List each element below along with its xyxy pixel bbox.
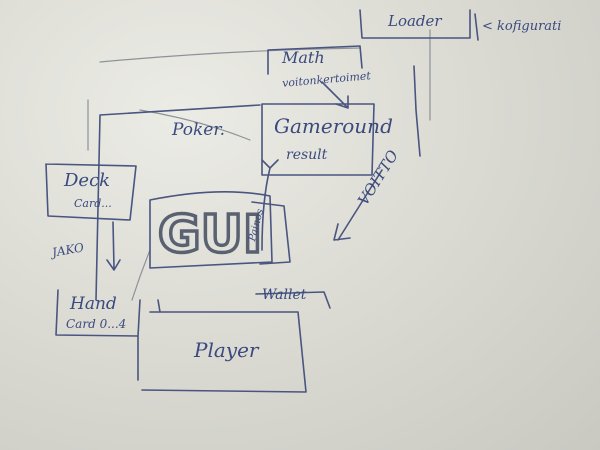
- math-label: Math: [282, 48, 325, 67]
- deck-to-hand-arrow: [106, 221, 121, 271]
- deck-card-label: Card...: [74, 197, 112, 210]
- gameround-label: Gameround: [274, 114, 393, 138]
- loader-label: Loader: [388, 12, 442, 30]
- loader-box-line: [359, 9, 471, 39]
- wallet-box: [255, 291, 331, 309]
- math-to-gameround-arrow: [321, 81, 349, 109]
- math-box: [267, 45, 363, 75]
- hand-box: [55, 289, 141, 337]
- player-divider: [157, 299, 161, 313]
- hand-label: Hand: [70, 294, 117, 314]
- wallet-to-gameround-arrow: [261, 159, 279, 251]
- poker-frame: [95, 104, 261, 301]
- voitto-arrow: [333, 169, 383, 241]
- poker-label: Poker.: [172, 120, 226, 140]
- kofigurati-label: < kofigurati: [482, 19, 562, 34]
- deck-label: Deck: [64, 170, 111, 191]
- gui-label: GUI: [158, 205, 262, 265]
- hand-card-label: Card 0...4: [66, 317, 127, 331]
- wallet-label: Wallet: [262, 287, 307, 303]
- gui-panel: [149, 191, 273, 269]
- gui-side-box: [251, 201, 291, 265]
- player-label: Player: [194, 338, 259, 362]
- player-box: [141, 311, 307, 393]
- gameround-right-line: [413, 65, 421, 157]
- deck-box: [45, 163, 137, 221]
- loader-divider: [474, 13, 479, 41]
- result-label: result: [286, 147, 328, 163]
